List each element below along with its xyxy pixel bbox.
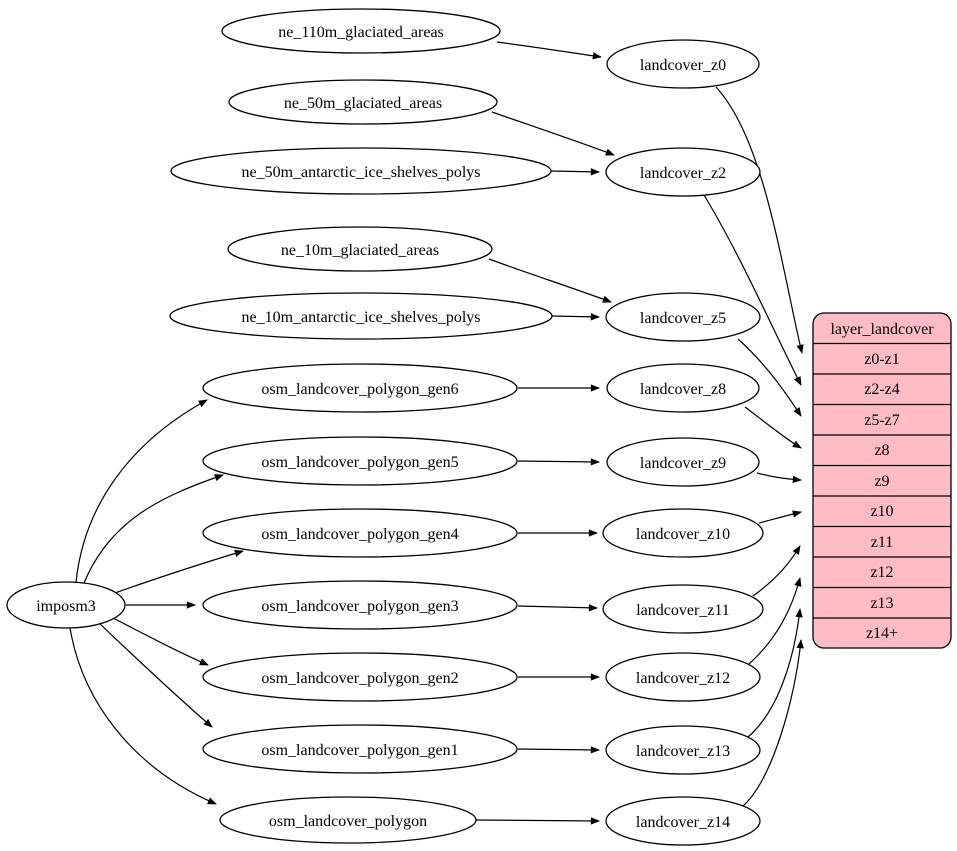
node-landcover_z12-label: landcover_z12 [636, 670, 730, 687]
node-landcover_z13-label: landcover_z13 [636, 743, 730, 760]
table-row-z5-z7: z5-z7 [864, 412, 900, 429]
node-landcover_z0-label: landcover_z0 [640, 57, 726, 74]
edge-ne10g-z5 [488, 258, 612, 303]
edge-ne50g-z2 [491, 111, 615, 156]
node-landcover_z8-label: landcover_z8 [640, 381, 726, 398]
node-osm_landcover_polygon_gen2-label: osm_landcover_polygon_gen2 [261, 670, 458, 687]
table-row-z14plus: z14+ [866, 625, 898, 642]
edge-gen1-z13 [517, 746, 600, 754]
node-landcover_z2-label: landcover_z2 [640, 165, 726, 182]
edge-imposm3-gen5 [83, 474, 224, 584]
edge-ne10a-z5 [551, 313, 600, 321]
node-landcover_z13: landcover_z13 [605, 725, 761, 775]
edge-z8-row-z8 [744, 406, 802, 449]
node-landcover_z14-label: landcover_z14 [636, 814, 730, 831]
node-ne_50m_antarctic_ice_shelves_polys-label: ne_50m_antarctic_ice_shelves_polys [241, 164, 480, 181]
node-landcover_z0: landcover_z0 [606, 39, 760, 89]
edge-imposm3-poly [69, 627, 217, 805]
table-row-z11: z11 [871, 534, 894, 551]
node-ne_10m_antarctic_ice_shelves_polys: ne_10m_antarctic_ice_shelves_polys [169, 292, 553, 340]
table-row-z8: z8 [874, 442, 889, 459]
node-landcover_z5-label: landcover_z5 [640, 310, 726, 327]
edge-z2-row-z2-z4 [703, 194, 802, 386]
edge-imposm3-gen2 [112, 617, 209, 666]
node-ne_50m_antarctic_ice_shelves_polys: ne_50m_antarctic_ice_shelves_polys [170, 147, 552, 195]
node-ne_110m_glaciated_areas-label: ne_110m_glaciated_areas [278, 24, 444, 41]
edge-gen5-z9 [517, 458, 600, 466]
node-landcover_z12: landcover_z12 [605, 652, 761, 702]
node-osm_landcover_polygon_gen6: osm_landcover_polygon_gen6 [202, 363, 518, 413]
layer-landcover-table-title: layer_landcover [830, 321, 934, 338]
node-ne_10m_antarctic_ice_shelves_polys-label: ne_10m_antarctic_ice_shelves_polys [241, 309, 480, 326]
layer-landcover-table-separators [813, 342, 951, 619]
node-landcover_z14: landcover_z14 [605, 796, 761, 846]
node-landcover_z9: landcover_z9 [606, 437, 760, 487]
edge-poly-z14 [475, 817, 600, 825]
node-landcover_z5: landcover_z5 [605, 292, 761, 342]
edge-imposm3-gen6 [75, 399, 208, 583]
layer-landcover-table-frame [812, 312, 952, 649]
node-landcover_z8: landcover_z8 [606, 363, 760, 413]
node-osm_landcover_polygon-label: osm_landcover_polygon [269, 813, 427, 830]
table-row-z10: z10 [870, 503, 893, 520]
node-ne_10m_glaciated_areas: ne_10m_glaciated_areas [227, 226, 493, 272]
edge-gen3-z11 [517, 604, 598, 612]
edge-imposm3-gen4 [114, 549, 244, 594]
node-osm_landcover_polygon: osm_landcover_polygon [219, 796, 477, 844]
node-landcover_z11: landcover_z11 [602, 584, 764, 634]
node-osm_landcover_polygon_gen3: osm_landcover_polygon_gen3 [202, 580, 518, 630]
node-osm_landcover_polygon_gen1: osm_landcover_polygon_gen1 [202, 724, 518, 774]
node-landcover_z10-label: landcover_z10 [636, 526, 730, 543]
edge-z0-row-z0-z1 [715, 86, 804, 354]
edge-z14-row-z14plus [742, 639, 804, 807]
node-landcover_z11-label: landcover_z11 [636, 602, 730, 619]
node-osm_landcover_polygon_gen1-label: osm_landcover_polygon_gen1 [261, 742, 458, 759]
node-osm_landcover_polygon_gen2: osm_landcover_polygon_gen2 [202, 652, 518, 702]
node-ne_10m_glaciated_areas-label: ne_10m_glaciated_areas [281, 242, 439, 259]
node-osm_landcover_polygon_gen3-label: osm_landcover_polygon_gen3 [261, 598, 458, 615]
node-osm_landcover_polygon_gen4: osm_landcover_polygon_gen4 [202, 508, 518, 558]
table-row-z13: z13 [870, 595, 893, 612]
layer-landcover-table: layer_landcover z0-z1 z2-z4 z5-z7 z8 z9 … [812, 312, 952, 649]
edge-ne50a-z2 [550, 168, 600, 176]
node-ne_110m_glaciated_areas: ne_110m_glaciated_areas [221, 8, 501, 54]
node-landcover_z9-label: landcover_z9 [640, 455, 726, 472]
edge-z10-row-z10 [758, 510, 802, 524]
node-landcover_z2: landcover_z2 [605, 147, 761, 197]
edge-z9-row-z9 [756, 472, 802, 484]
node-landcover_z10: landcover_z10 [602, 508, 764, 558]
edge-z5-row-z5-z7 [737, 338, 802, 417]
edge-z11-row-z11 [752, 545, 801, 597]
edges [69, 41, 804, 825]
edge-imposm3-gen1 [98, 622, 213, 728]
node-imposm3-label: imposm3 [36, 598, 96, 615]
table-row-z12: z12 [870, 564, 893, 581]
node-osm_landcover_polygon_gen6-label: osm_landcover_polygon_gen6 [261, 381, 458, 398]
table-row-z9: z9 [874, 473, 889, 490]
node-ne_50m_glaciated_areas-label: ne_50m_glaciated_areas [284, 95, 442, 112]
node-osm_landcover_polygon_gen5-label: osm_landcover_polygon_gen5 [261, 454, 458, 471]
node-osm_landcover_polygon_gen4-label: osm_landcover_polygon_gen4 [261, 526, 458, 543]
edge-ne110-z0 [496, 41, 602, 60]
table-row-z2-z4: z2-z4 [864, 381, 900, 398]
edge-z12-row-z12 [748, 577, 802, 665]
node-ne_50m_glaciated_areas: ne_50m_glaciated_areas [228, 79, 498, 125]
edge-z13-row-z13 [747, 608, 803, 738]
node-osm_landcover_polygon_gen5: osm_landcover_polygon_gen5 [202, 436, 518, 486]
table-row-z0-z1: z0-z1 [864, 351, 900, 368]
node-imposm3: imposm3 [6, 581, 126, 629]
